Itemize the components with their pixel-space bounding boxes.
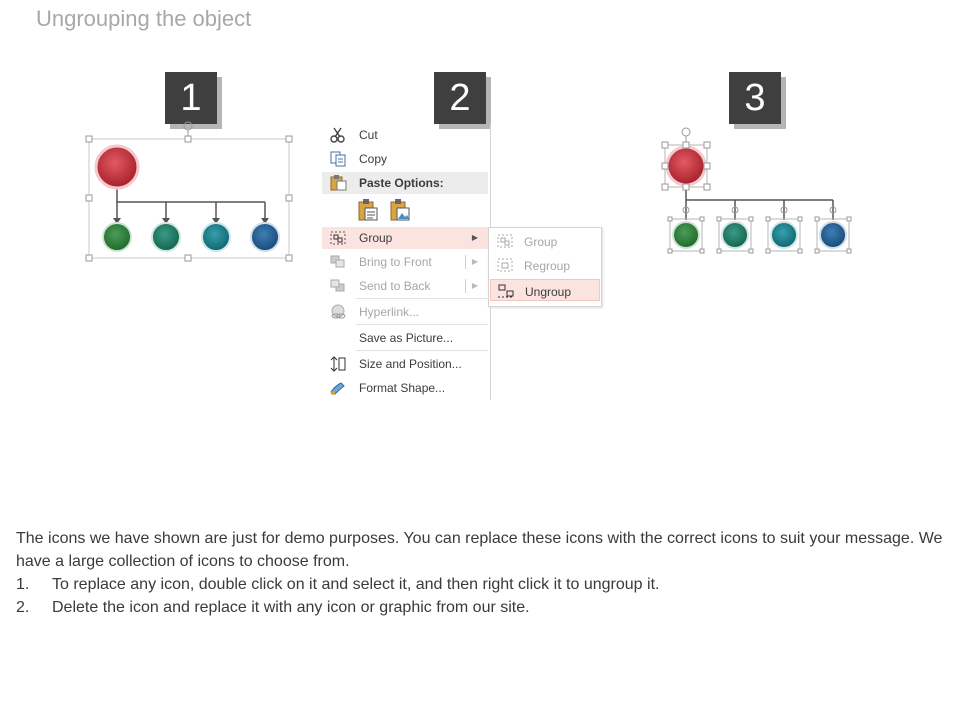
step-badge-3: 3: [729, 72, 781, 124]
group-submenu: Group Regroup Ungroup: [488, 227, 602, 307]
submenu-item-ungroup[interactable]: Ungroup: [490, 279, 600, 301]
paste-picture-icon[interactable]: [388, 198, 412, 222]
menu-item-group[interactable]: Group ▶: [322, 227, 488, 249]
hyperlink-icon: [331, 304, 346, 319]
menu-item-cut[interactable]: Cut: [322, 124, 488, 146]
regroup-icon: [497, 258, 513, 272]
send-back-icon: [330, 279, 345, 292]
paste-options-header: Paste Options:: [322, 172, 488, 194]
step-badge-2: 2: [434, 72, 486, 124]
paste-keep-source-icon[interactable]: [356, 198, 380, 222]
menu-item-copy[interactable]: Copy: [322, 148, 488, 170]
description-step-1: 1.To replace any icon, double click on i…: [16, 576, 660, 593]
submenu-arrow-icon: ▶: [471, 233, 478, 242]
menu-item-size-and-position[interactable]: Size and Position...: [322, 353, 488, 375]
menu-item-send-to-back[interactable]: Send to Back ▶: [322, 275, 488, 297]
size-position-icon: [330, 356, 346, 372]
submenu-item-regroup[interactable]: Regroup: [490, 254, 600, 276]
ungrouped-diagram[interactable]: [655, 122, 860, 262]
context-menu: Cut Copy Paste Options: Group ▶ Bring to…: [322, 124, 491, 400]
ungroup-icon: [498, 284, 514, 298]
grouped-diagram[interactable]: [80, 114, 300, 269]
submenu-arrow-icon: ▶: [471, 257, 478, 266]
format-shape-icon: [330, 382, 345, 395]
bring-front-icon: [330, 255, 345, 268]
step-badge-1: 1: [165, 72, 217, 124]
menu-item-save-as-picture[interactable]: Save as Picture...: [359, 331, 454, 345]
menu-item-format-shape[interactable]: Format Shape...: [322, 377, 488, 399]
scissors-icon: [330, 127, 345, 143]
description: The icons we have shown are just for dem…: [16, 527, 946, 619]
slide-title: Ungrouping the object: [36, 6, 252, 31]
menu-item-hyperlink[interactable]: Hyperlink...: [322, 301, 488, 323]
description-intro: The icons we have shown are just for dem…: [16, 530, 943, 570]
menu-item-bring-to-front[interactable]: Bring to Front ▶: [322, 251, 488, 273]
group-icon: [497, 234, 513, 248]
clipboard-icon: [330, 175, 347, 191]
group-icon: [330, 231, 346, 245]
submenu-item-group[interactable]: Group: [490, 230, 600, 252]
description-step-2: 2.Delete the icon and replace it with an…: [16, 599, 530, 616]
copy-icon: [330, 151, 346, 167]
submenu-arrow-icon: ▶: [471, 281, 478, 290]
